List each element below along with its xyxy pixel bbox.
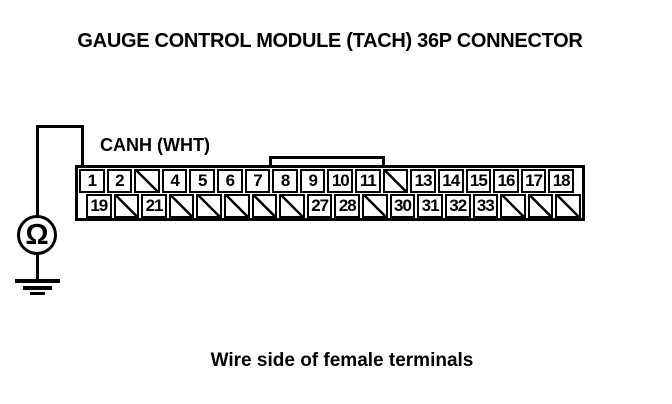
page-title: GAUGE CONTROL MODULE (TACH) 36P CONNECTO…	[77, 30, 583, 52]
pin-cell-empty	[362, 193, 388, 218]
probe-wire-horizontal	[36, 125, 84, 128]
pin-cell-empty	[500, 193, 526, 218]
wire-label-canh: CANH (WHT)	[100, 135, 210, 155]
pin-cell-21: 21	[141, 193, 167, 218]
pin-cell-18: 18	[548, 168, 574, 193]
pin-cell-empty	[168, 193, 195, 218]
pin-cell-27: 27	[306, 193, 333, 218]
pin-cell-empty	[251, 193, 278, 218]
pin-cell-19: 19	[86, 193, 112, 218]
row-start-spacer	[79, 193, 84, 218]
ground-icon-bar2	[23, 286, 52, 290]
pin-cell-4: 4	[161, 168, 188, 193]
pin-cell-7: 7	[244, 168, 271, 193]
row-end-spacer	[575, 168, 581, 193]
pin-cell-empty	[382, 168, 409, 193]
probe-wire-to-pin1	[81, 125, 84, 167]
pin-cell-empty	[527, 193, 554, 218]
pin-cell-17: 17	[520, 168, 547, 193]
ground-icon	[15, 279, 60, 283]
pin-cell-14: 14	[437, 168, 464, 193]
pin-cell-empty	[555, 193, 581, 218]
pin-cell-5: 5	[189, 168, 216, 193]
ground-icon-bar3	[30, 292, 45, 295]
pin-cell-32: 32	[444, 193, 471, 218]
pin-cell-6: 6	[217, 168, 243, 193]
pin-cell-33: 33	[472, 193, 499, 218]
pin-cell-30: 30	[389, 193, 416, 218]
pin-cell-13: 13	[410, 168, 436, 193]
pin-cell-11: 11	[355, 168, 381, 193]
pin-cell-8: 8	[272, 168, 298, 193]
caption-text: Wire side of female terminals	[210, 350, 474, 371]
ground-lead-wire	[36, 255, 39, 279]
pin-cell-empty	[134, 168, 160, 193]
pin-cell-15: 15	[465, 168, 492, 193]
pin-cell-empty	[196, 193, 223, 218]
pin-cell-28: 28	[334, 193, 361, 218]
pin-cell-empty	[113, 193, 140, 218]
pin-cell-16: 16	[493, 168, 519, 193]
pin-cell-10: 10	[327, 168, 354, 193]
pin-cell-1: 1	[79, 168, 105, 193]
ohm-symbol: Ω	[25, 218, 49, 251]
ohmmeter-icon: Ω	[17, 215, 57, 255]
probe-wire-to-meter	[36, 125, 39, 217]
pin-cell-empty	[279, 193, 305, 218]
pin-cell-9: 9	[299, 168, 326, 193]
pin-cell-2: 2	[106, 168, 133, 193]
pin-cell-31: 31	[417, 193, 443, 218]
pin-cell-empty	[224, 193, 250, 218]
